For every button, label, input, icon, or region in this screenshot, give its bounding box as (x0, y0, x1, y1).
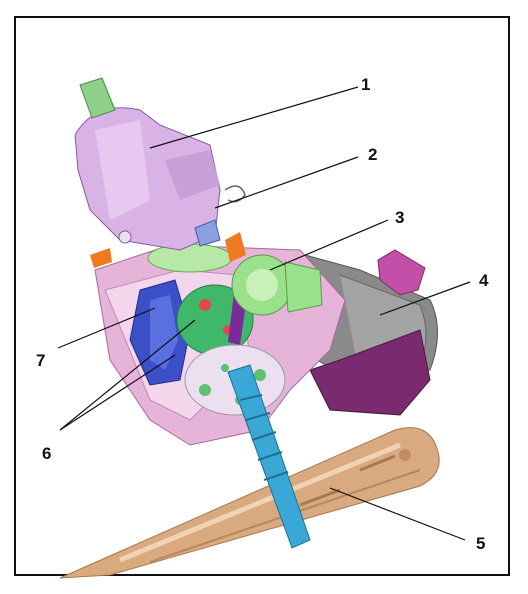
callout-label-4: 4 (479, 271, 489, 290)
green-ring (147, 243, 233, 273)
callout-label-7: 7 (36, 351, 46, 370)
callout-label-1: 1 (361, 75, 371, 94)
callout-label-5: 5 (476, 534, 486, 553)
callout-label-3: 3 (395, 208, 405, 227)
orange-fittings (90, 185, 246, 268)
callout-label-6: 6 (42, 444, 52, 463)
pinion-shaft (227, 364, 311, 549)
leader-lines (57, 86, 471, 541)
valve-body (74, 107, 221, 251)
input-shaft (79, 77, 116, 119)
worm-gear (231, 254, 323, 316)
rack (59, 427, 440, 579)
callout-label-2: 2 (368, 145, 378, 164)
